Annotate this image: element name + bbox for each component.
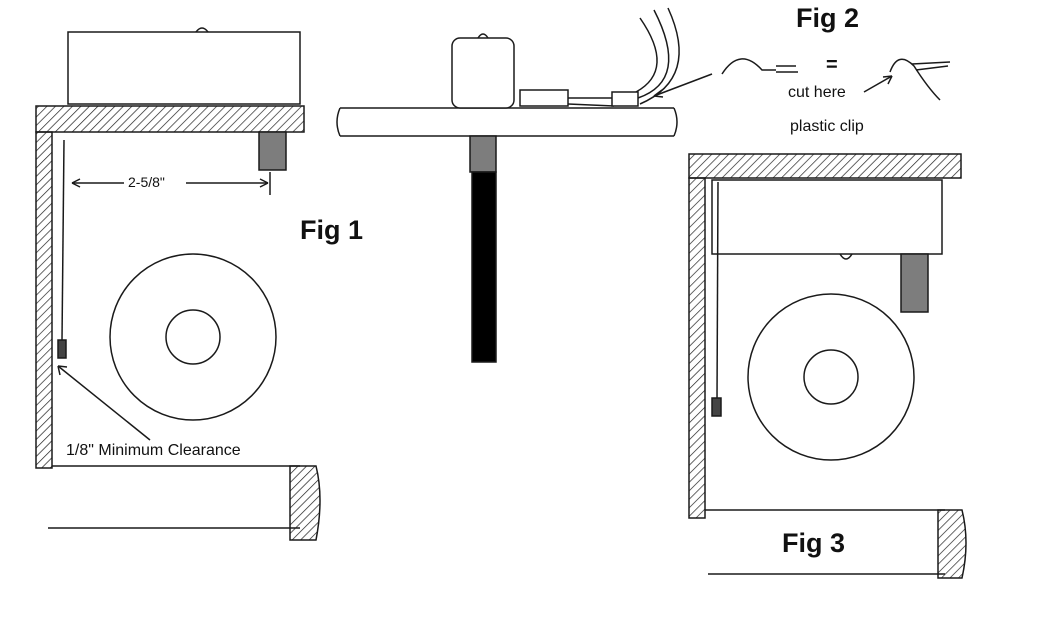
fig3-drawing <box>688 153 967 579</box>
fig1-box-handle <box>195 27 209 33</box>
fig2-clip-uncut-strand <box>776 65 798 73</box>
fig1-chain-clip <box>57 339 67 359</box>
fig1-left-wall <box>35 131 53 469</box>
fig2-cord-sleeve <box>519 89 569 107</box>
fig1-drawing <box>35 27 321 541</box>
fig1-post <box>258 131 287 171</box>
fig2-cut-arrowhead <box>882 75 893 85</box>
fig2-equals-sign: = <box>826 54 838 76</box>
fig1-roll-outer <box>109 253 277 421</box>
fig1-roll-inner <box>165 309 221 365</box>
fig2-cord-lower <box>567 103 615 107</box>
fig2-box-handle <box>477 33 489 39</box>
fig3-post <box>900 253 929 313</box>
fig3-top-shelf <box>688 153 962 179</box>
fig2-rod <box>471 171 497 363</box>
fig1-top-shelf <box>35 105 305 133</box>
fig2-post <box>469 135 497 173</box>
fig3-roll-outer <box>747 293 915 461</box>
fig3-left-wall <box>688 177 706 519</box>
fig2-clip-cut-strand <box>911 61 951 71</box>
fig3-chain <box>716 181 719 401</box>
fig3-roll-inner <box>803 349 859 405</box>
fig2-title: Fig 2 <box>796 3 860 33</box>
fig1-title: Fig 1 <box>300 215 364 245</box>
fig2-box <box>451 37 515 109</box>
fig2-cut-here-label: cut here <box>788 84 846 101</box>
fig1-dimension-label: 2-5/8" <box>128 174 165 190</box>
fig1-floor-end <box>289 465 321 541</box>
fig1-chain <box>61 139 65 341</box>
fig1-clearance-arrowhead <box>57 365 68 376</box>
fig2-plastic-clip-label: plastic clip <box>790 118 864 135</box>
fig2-clip-cut <box>889 58 941 101</box>
fig2-plug <box>611 91 639 107</box>
fig2-drawing <box>336 7 951 363</box>
fig1-clearance-label: 1/8" Minimum Clearance <box>66 442 241 459</box>
fig2-clip-pointer <box>653 73 713 97</box>
fig1-clearance-pointer <box>57 365 151 441</box>
fig2-wires <box>635 7 680 105</box>
fig1-dimension-arrowhead-left <box>71 178 81 188</box>
fig3-title: Fig 3 <box>782 528 846 558</box>
fig3-chain-clip <box>711 397 722 417</box>
fig2-cut-pointer <box>863 75 893 93</box>
fig2-clip-uncut <box>721 58 776 75</box>
fig1-dimension-arrowhead-right <box>259 178 269 188</box>
fig3-floor-end <box>937 509 967 579</box>
fig1-tank-box <box>67 31 301 105</box>
fig3-box <box>711 179 943 255</box>
fig3-box-handle <box>839 253 853 260</box>
fig2-clip-arrowhead <box>653 89 664 98</box>
fig2-shelf <box>336 107 678 137</box>
